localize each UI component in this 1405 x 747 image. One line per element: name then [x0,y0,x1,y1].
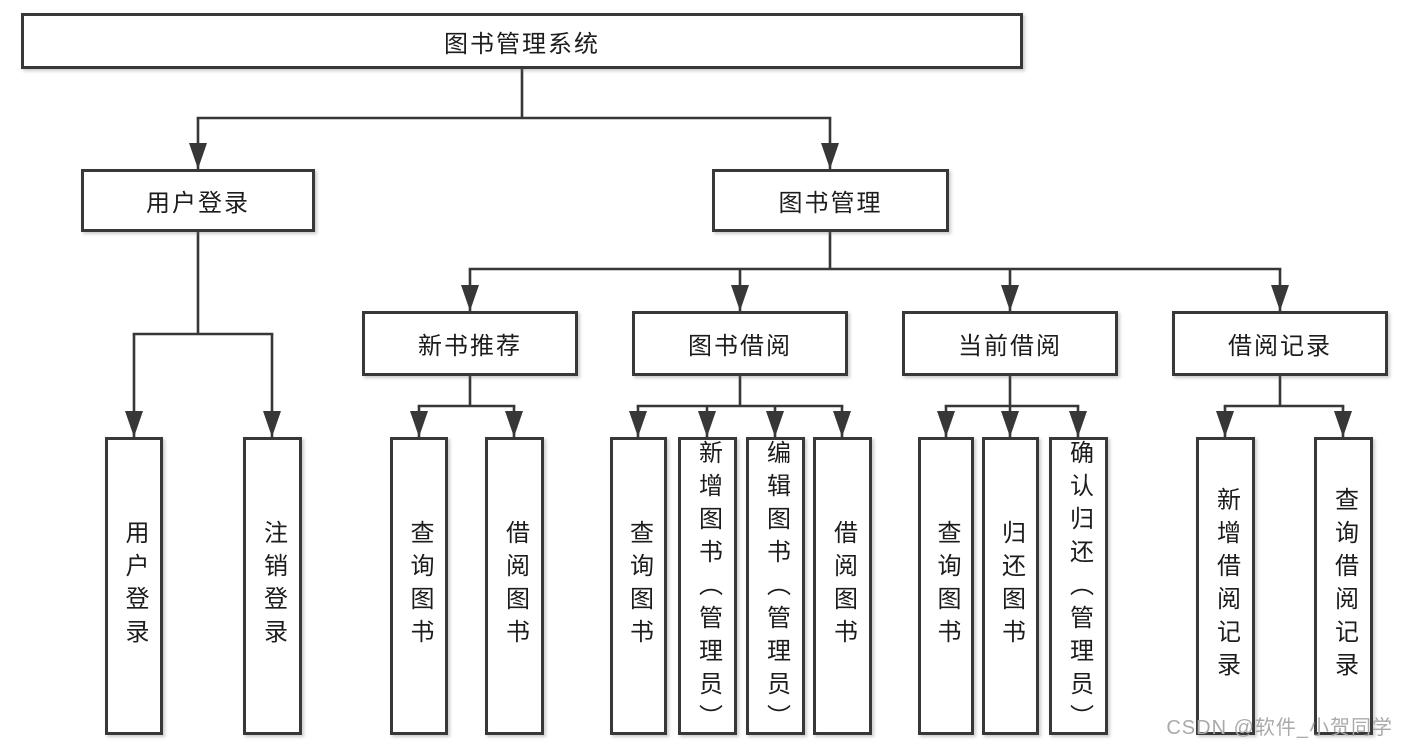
node-label: 借阅图书 [501,520,529,652]
node-label: 确认归还（管理员） [1065,440,1093,737]
node-label: 图书管理系统 [444,30,600,58]
leaf-borrow-books-recommend: 借阅图书 [485,437,544,735]
node-label: 归还图书 [997,520,1025,652]
leaf-query-books-current: 查询图书 [918,437,974,735]
node-borrowing-records: 借阅记录 [1172,311,1388,376]
leaf-confirm-return-admin: 确认归还（管理员） [1049,437,1108,737]
node-label: 新增借阅记录 [1212,487,1240,685]
leaf-add-books-admin: 新增图书（管理员） [678,437,737,737]
leaf-query-books-borrowing: 查询图书 [610,437,667,735]
watermark-text: CSDN @软件_小贺同学 [1166,717,1393,739]
node-label: 图书管理 [778,190,883,217]
node-label: 借阅记录 [1228,333,1332,360]
node-label: 新增图书（管理员） [694,440,722,737]
leaf-return-books: 归还图书 [982,437,1039,735]
node-current-borrowing: 当前借阅 [902,311,1118,376]
node-label: 查询图书 [933,520,960,652]
leaf-query-borrow-record: 查询借阅记录 [1314,437,1373,735]
node-label: 新书推荐 [418,333,522,360]
leaf-user-login: 用户登录 [105,437,163,735]
node-book-borrowing: 图书借阅 [632,311,848,376]
node-new-book-recommend: 新书推荐 [362,311,578,376]
node-label: 注销登录 [259,520,287,652]
leaf-logout-login: 注销登录 [243,437,302,735]
node-label: 借阅图书 [829,520,857,652]
leaf-add-borrow-record: 新增借阅记录 [1196,437,1255,735]
node-label: 查询图书 [625,520,653,652]
leaf-edit-books-admin: 编辑图书（管理员） [746,437,805,737]
node-label: 图书借阅 [688,333,792,360]
node-user-login: 用户登录 [81,169,315,232]
node-label: 查询图书 [406,520,433,652]
node-label: 编辑图书（管理员） [762,440,790,737]
node-library-system: 图书管理系统 [21,13,1023,69]
node-label: 当前借阅 [958,333,1062,360]
node-label: 查询借阅记录 [1330,487,1358,685]
node-book-management: 图书管理 [712,169,949,232]
leaf-query-books-recommend: 查询图书 [390,437,448,735]
node-label: 用户登录 [146,190,250,217]
node-label: 用户登录 [121,520,148,652]
leaf-borrow-books-borrowing: 借阅图书 [813,437,872,735]
